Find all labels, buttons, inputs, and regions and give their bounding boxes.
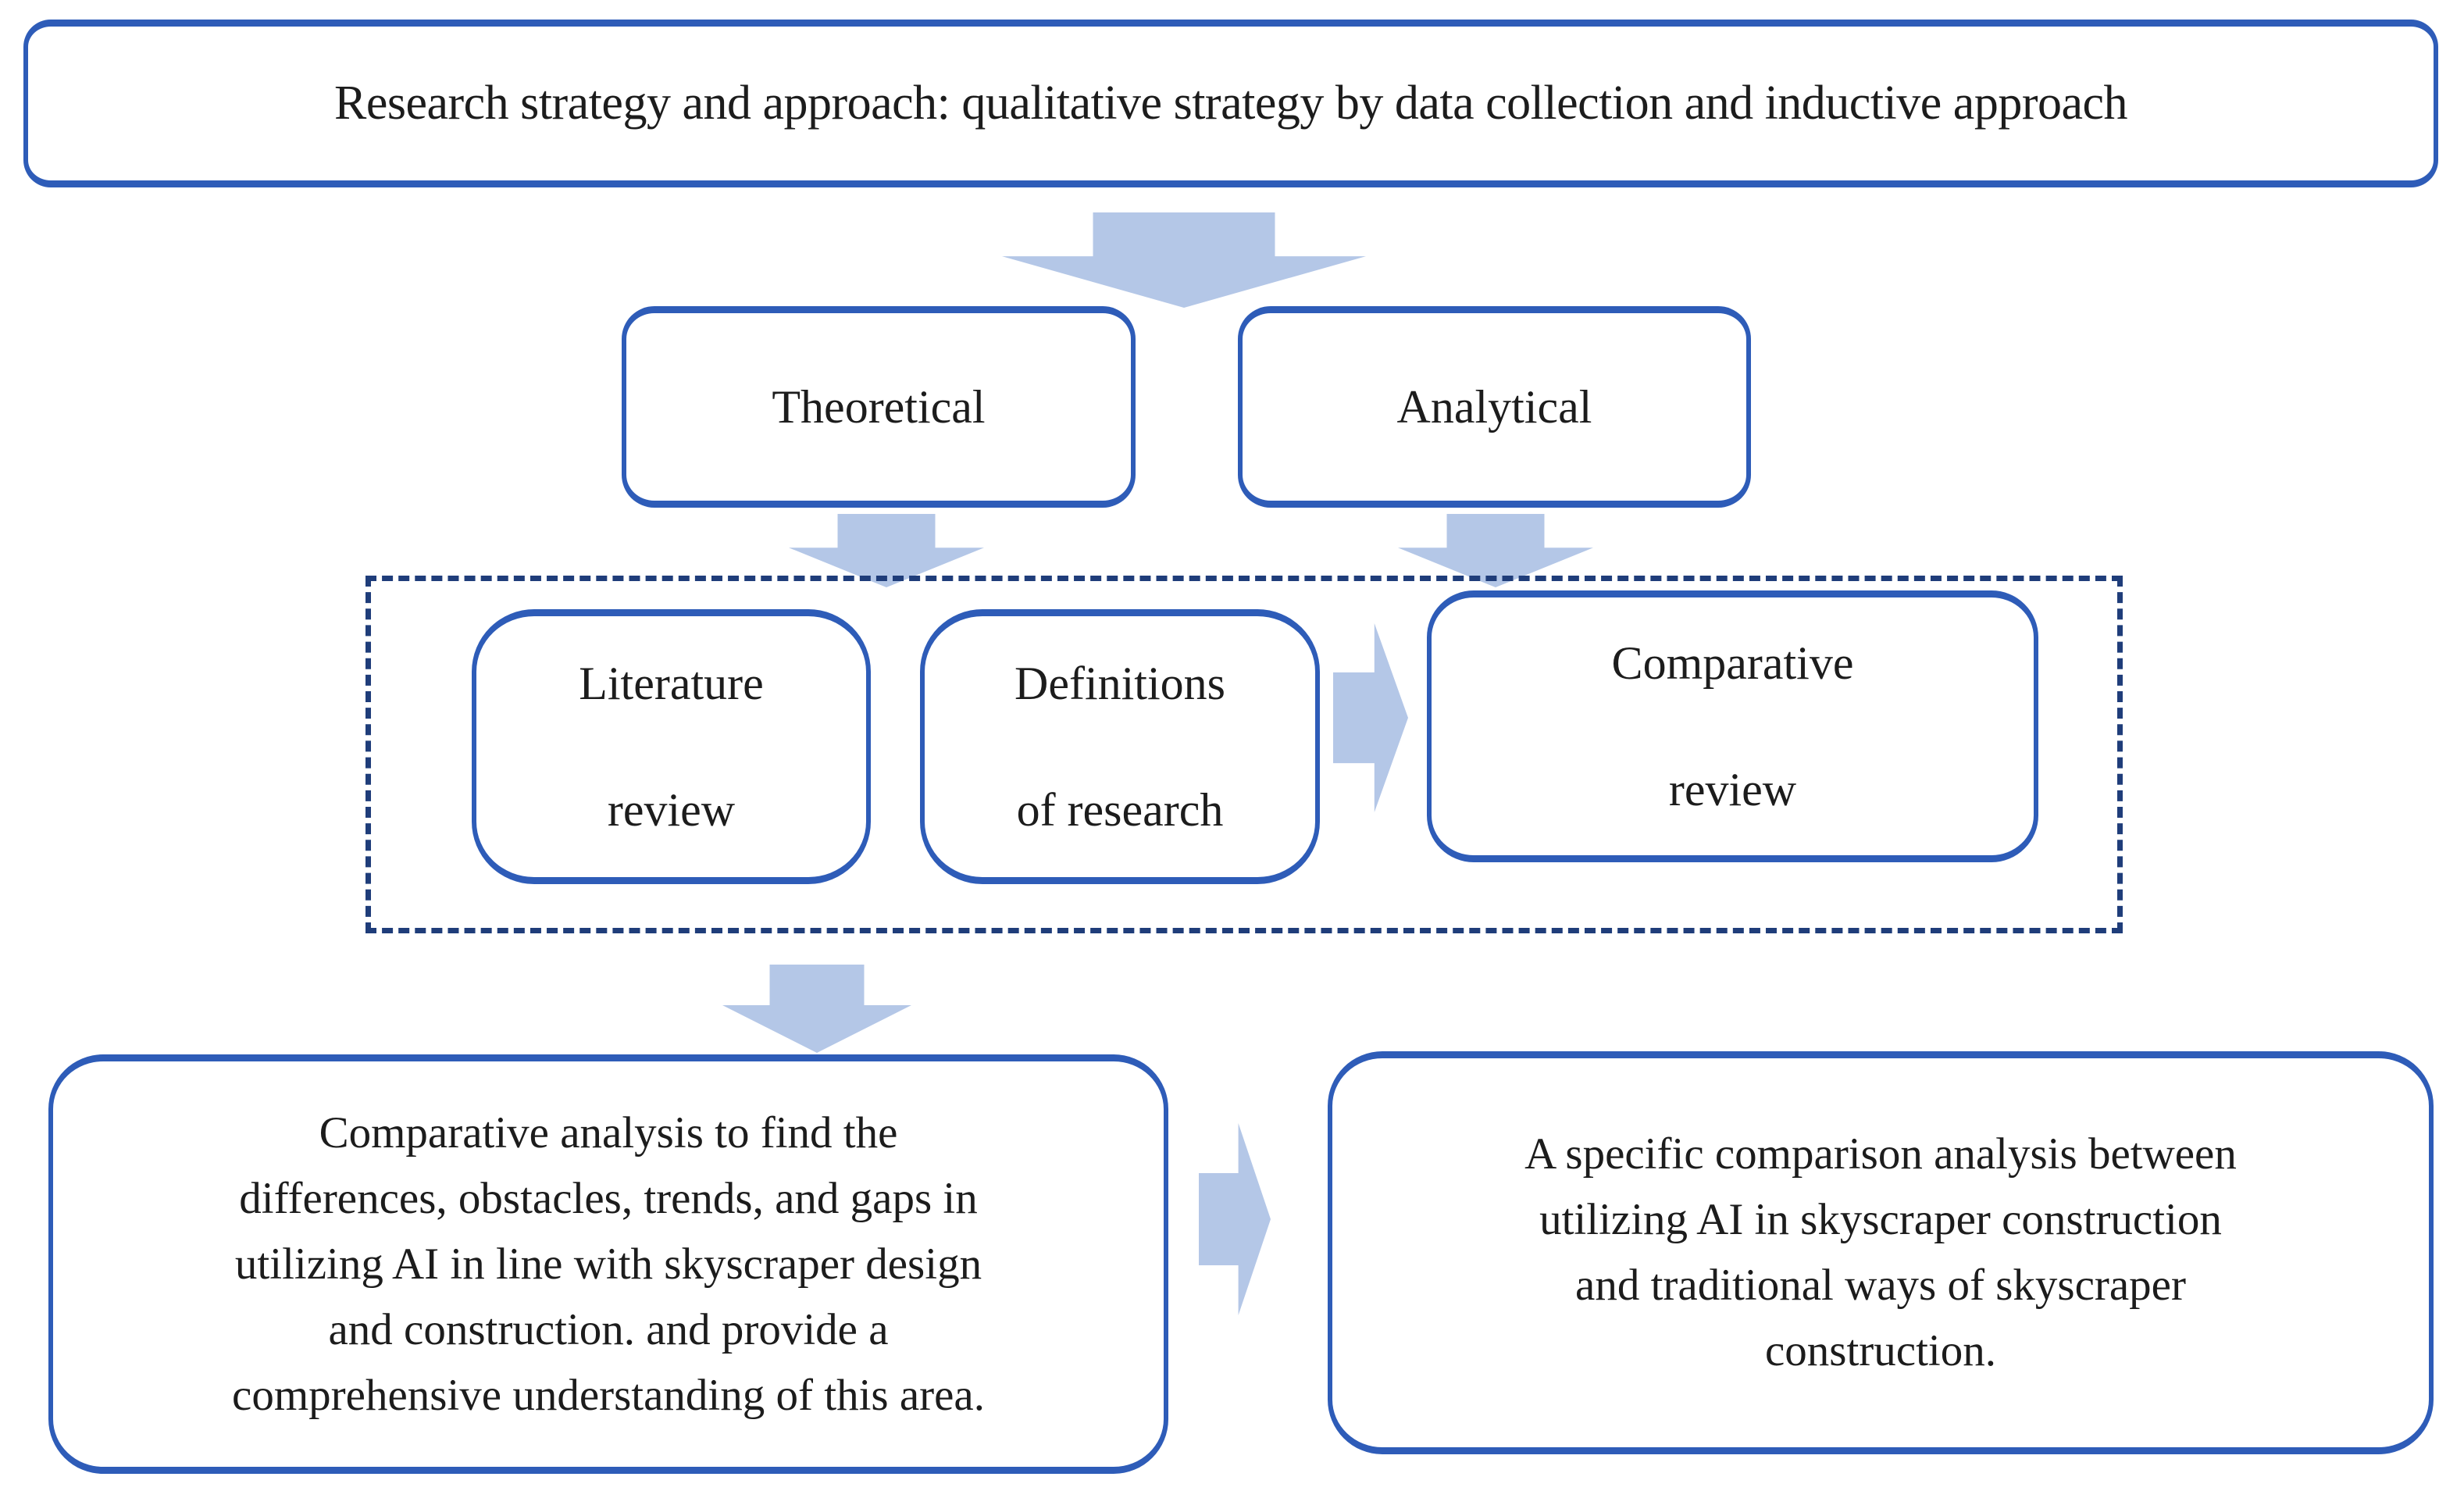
review-group-dashed-container (365, 576, 2123, 933)
specific-comparison-line: and traditional ways of skyscraper (1575, 1261, 2186, 1310)
literature-review-line2: review (607, 784, 736, 836)
specific-comparison-line: utilizing AI in skyscraper construction (1539, 1195, 2222, 1244)
strategy-statement-box: Research strategy and approach: qualitat… (23, 20, 2438, 187)
specific-comparison-box: A specific comparison analysis between u… (1328, 1051, 2434, 1454)
analytical-box: Analytical (1238, 306, 1751, 508)
definitions-line2: of research (1016, 784, 1224, 836)
comparative-analysis-line: utilizing AI in line with skyscraper des… (234, 1239, 982, 1289)
comparative-analysis-line: and construction. and provide a (328, 1304, 889, 1354)
comparative-review-box: Comparative review (1427, 590, 2038, 862)
specific-comparison-line: A specific comparison analysis between (1524, 1129, 2237, 1179)
theoretical-box: Theoretical (622, 306, 1136, 508)
definitions-box: Definitions of research (920, 609, 1320, 884)
literature-review-box: Literature review (472, 609, 871, 884)
comparative-analysis-line: Comparative analysis to find the (319, 1108, 898, 1157)
strategy-statement-text: Research strategy and approach: qualitat… (333, 77, 2128, 130)
specific-comparison-line: construction. (1764, 1326, 1997, 1375)
comparative-analysis-box: Comparative analysis to find the differe… (48, 1054, 1168, 1474)
definitions-line1: Definitions (1014, 658, 1225, 709)
right-arrow-icon (1199, 1123, 1271, 1315)
down-arrow-icon (1002, 212, 1366, 308)
literature-review-line1: Literature (579, 658, 764, 709)
theoretical-label: Theoretical (772, 380, 986, 433)
comparative-review-line2: review (1668, 764, 1797, 815)
comparative-analysis-line: comprehensive understanding of this area… (232, 1370, 985, 1420)
comparative-analysis-line: differences, obstacles, trends, and gaps… (239, 1173, 978, 1223)
analytical-label: Analytical (1396, 380, 1592, 433)
down-arrow-icon (722, 965, 911, 1053)
comparative-review-line1: Comparative (1611, 637, 1854, 689)
